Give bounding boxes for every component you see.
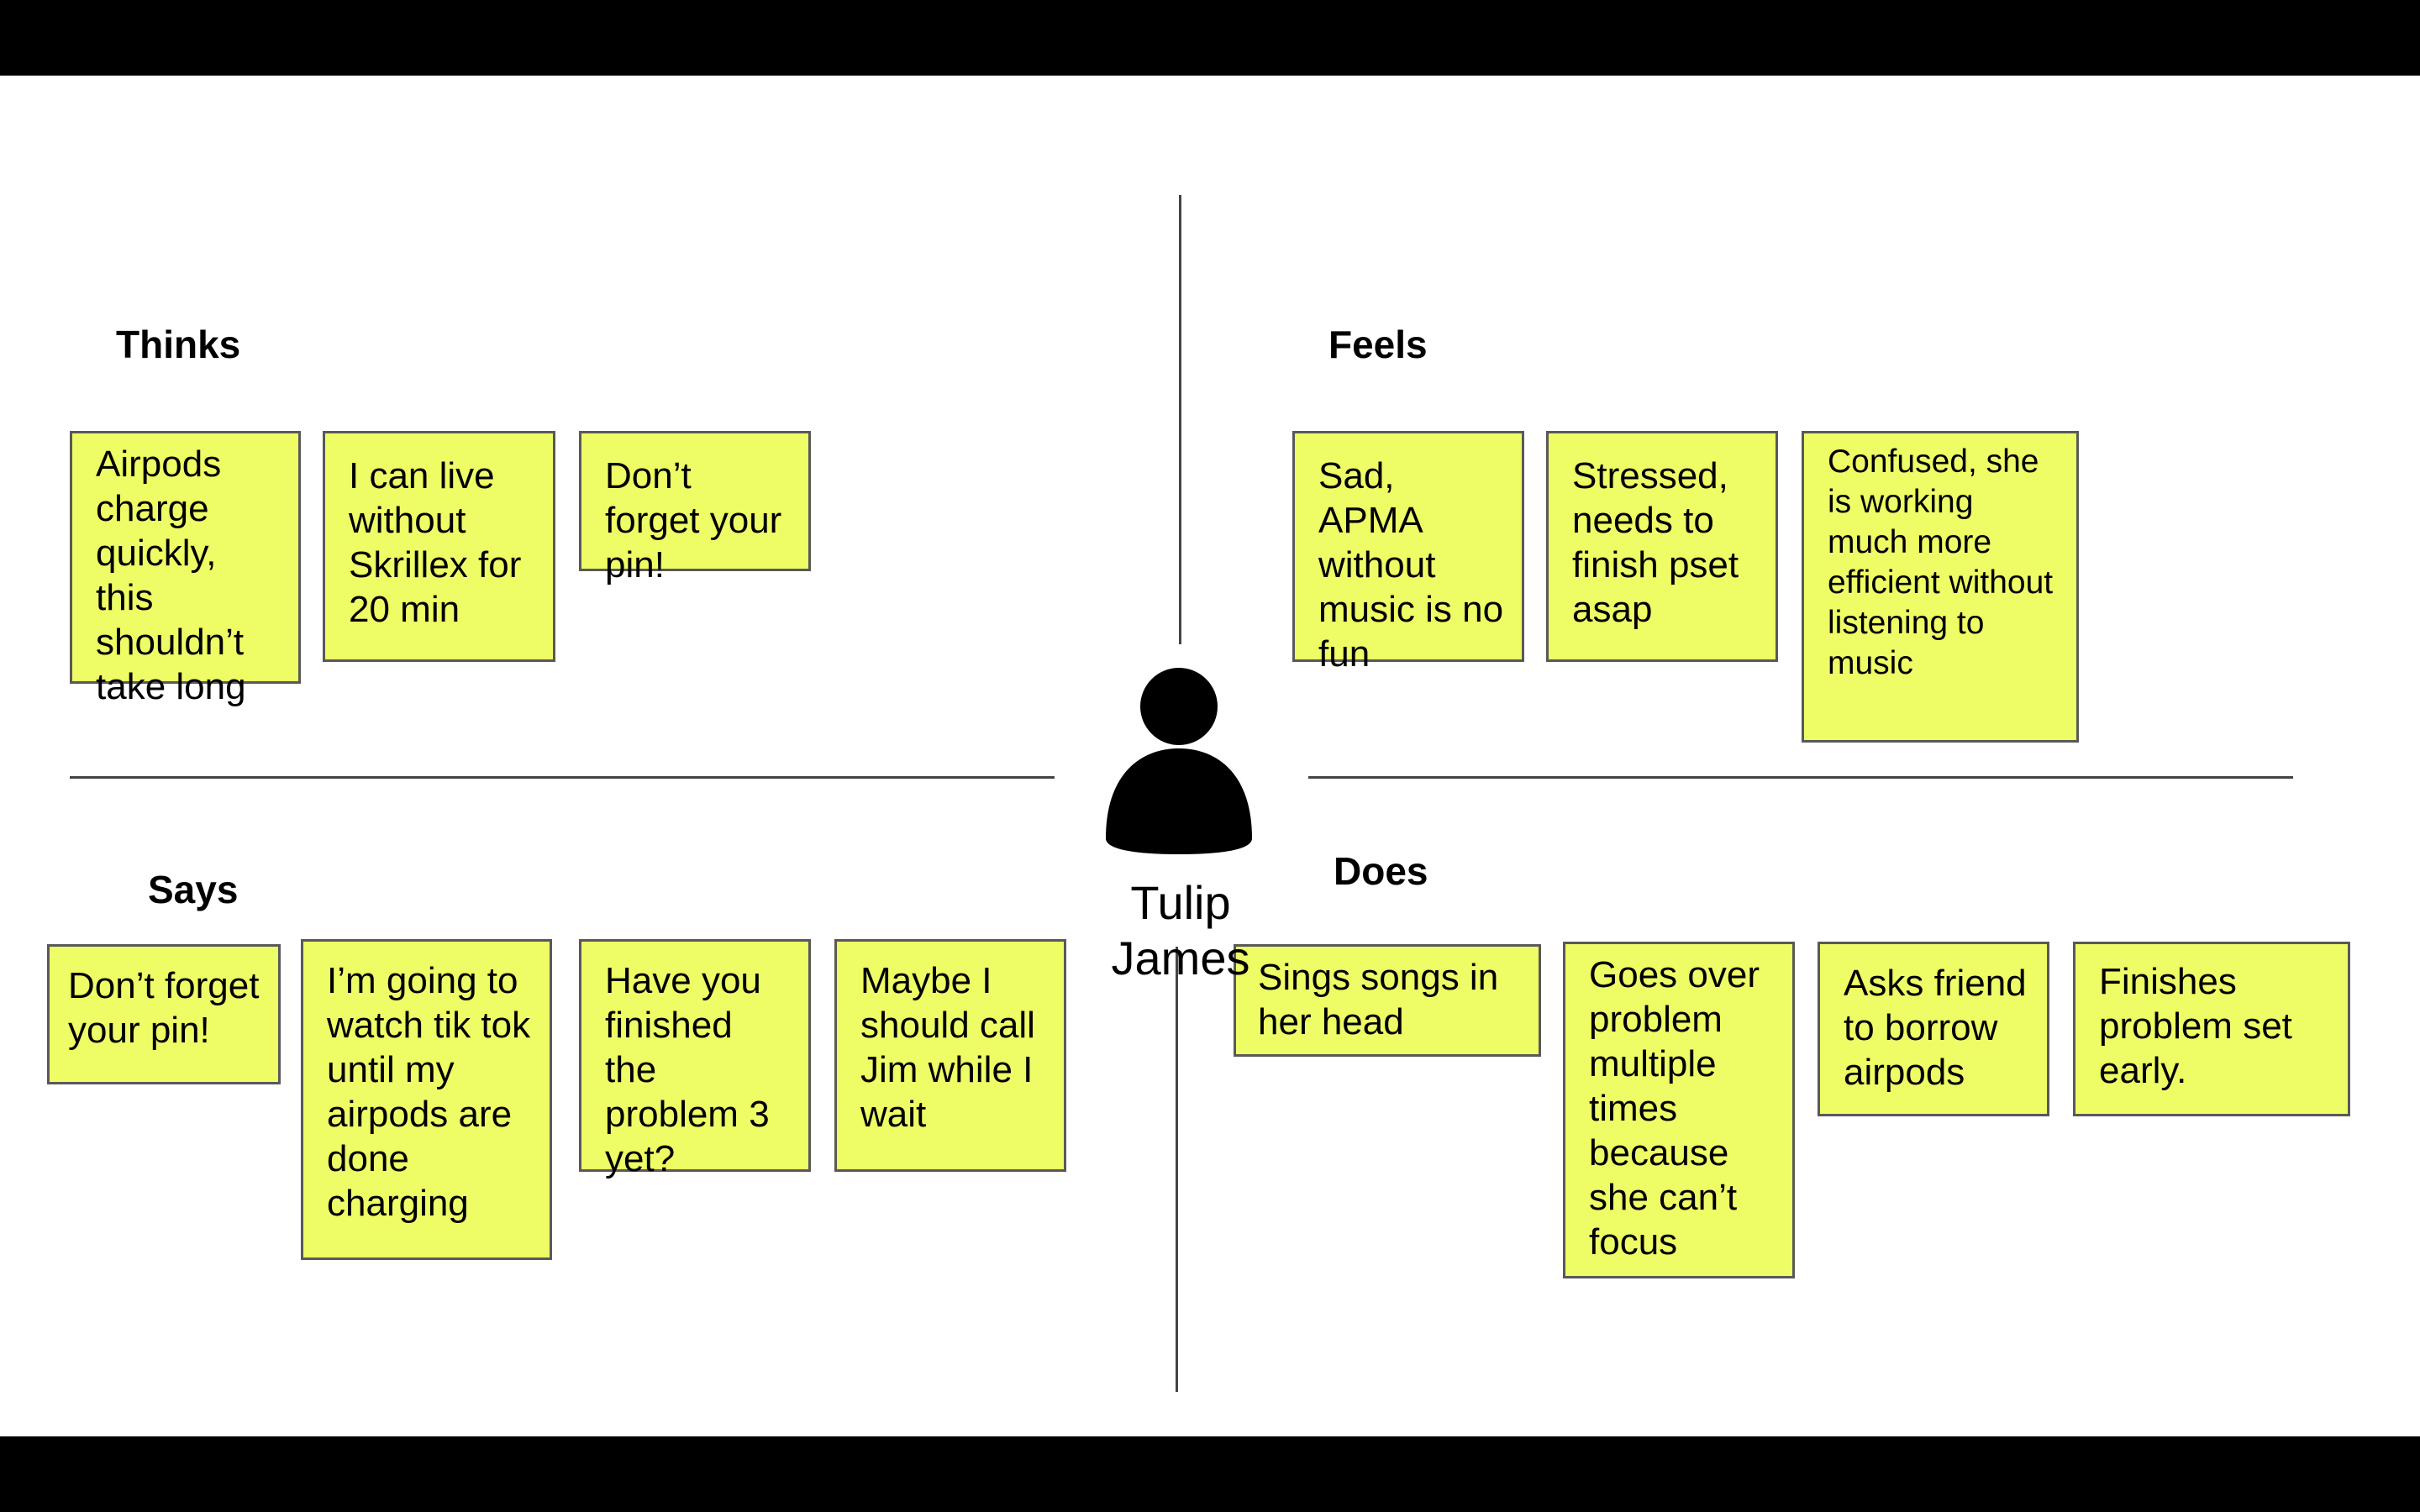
empathy-map-slide: Thinks Feels Says Does Airpods charge qu… xyxy=(0,76,2420,1436)
says-note: Have you finished the problem 3 yet? xyxy=(579,939,811,1179)
says-note: Maybe I should call Jim while I wait xyxy=(834,939,1066,1172)
says-note: Don’t forget your pin! xyxy=(47,944,281,1084)
does-note: Goes over problem multiple times because… xyxy=(1563,942,1795,1278)
persona-last-name: James xyxy=(1111,932,1250,984)
says-note: I’m going to watch tik tok until my airp… xyxy=(301,939,552,1260)
feels-heading: Feels xyxy=(1328,323,1428,366)
does-note: Asks friend to borrow airpods xyxy=(1818,942,2049,1116)
feels-note: Stressed, needs to finish pset asap xyxy=(1546,431,1778,662)
persona-name: Tulip James xyxy=(1050,875,1311,986)
person-head xyxy=(1140,668,1218,745)
person-body xyxy=(1106,748,1252,854)
persona-first-name: Tulip xyxy=(1130,876,1231,929)
thinks-note: I can live without Skrillex for 20 min xyxy=(323,431,555,662)
horizontal-divider-left xyxy=(70,776,1055,779)
does-heading: Does xyxy=(1334,849,1428,893)
vertical-divider-bottom xyxy=(1176,947,1178,1392)
horizontal-divider-right xyxy=(1308,776,2293,779)
says-heading: Says xyxy=(148,868,239,911)
vertical-divider-top xyxy=(1179,195,1181,644)
does-note: Sings songs in her head xyxy=(1234,944,1541,1057)
person-icon xyxy=(1106,668,1252,854)
feels-note: Confused, she is working much more effic… xyxy=(1802,431,2079,743)
does-note: Finishes problem set early. xyxy=(2073,942,2350,1116)
feels-note: Sad, APMA without music is no fun xyxy=(1292,431,1524,675)
thinks-note: Airpods charge quickly, this shouldn’t t… xyxy=(70,431,301,707)
thinks-note: Don’t forget your pin! xyxy=(579,431,811,585)
thinks-heading: Thinks xyxy=(116,323,241,366)
